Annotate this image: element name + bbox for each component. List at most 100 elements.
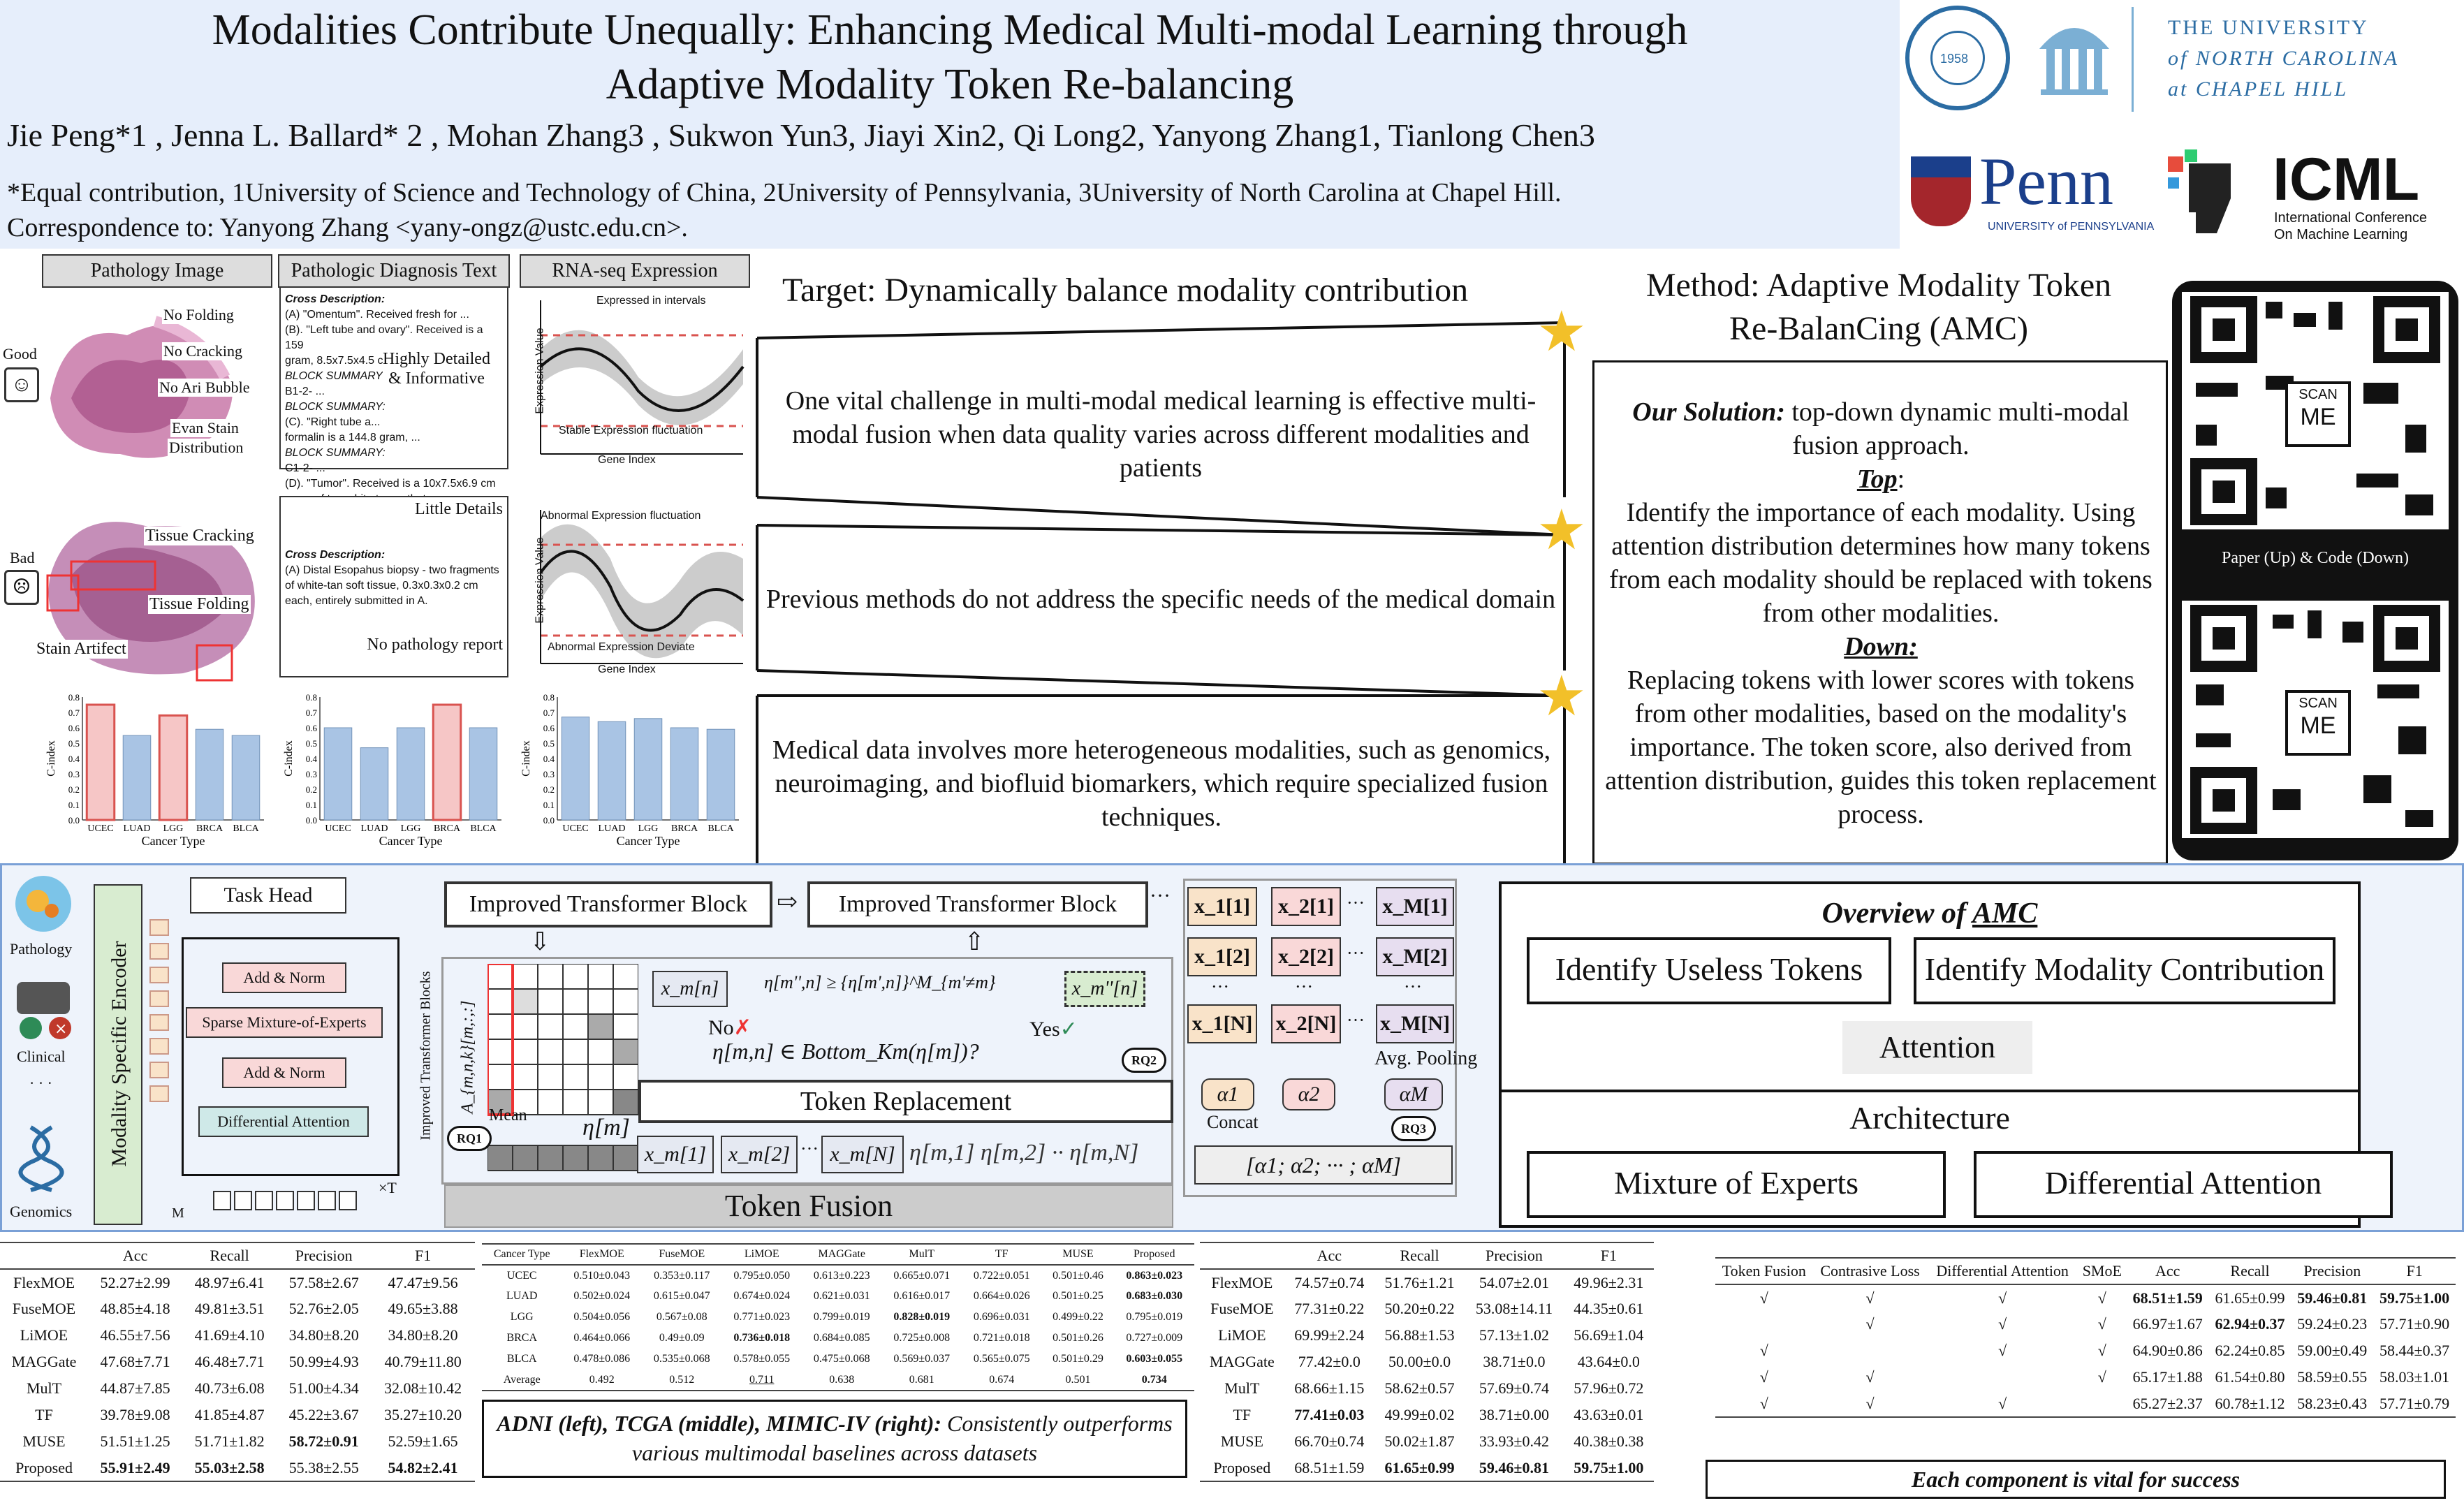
- bar-ucec: [85, 703, 116, 821]
- bar-brca: [432, 703, 462, 821]
- table-cell: 41.69±4.10: [194, 1326, 265, 1344]
- attention-label: A_{m,n,k}[m,:,:]: [458, 1000, 477, 1114]
- unc-logo: [2025, 7, 2123, 98]
- table-cell: BRCA: [506, 1332, 538, 1344]
- table-cell: 0.502±0.024: [573, 1290, 631, 1302]
- bar-luad: [360, 747, 389, 821]
- unc-wordmark: THE UNIVERSITY of NORTH CAROLINA at CHAP…: [2168, 16, 2400, 101]
- table-header-cell: Precision: [277, 1242, 372, 1270]
- table-cell: 0.603±0.055: [1126, 1353, 1183, 1365]
- seq-token-1: x_m[1]: [637, 1136, 714, 1173]
- rq2-badge: RQ2: [1122, 1048, 1166, 1073]
- table-cell: 0.664±0.026: [973, 1290, 1030, 1302]
- table-cell: 35.27±10.20: [384, 1406, 462, 1423]
- table-cell: 0.674: [962, 1370, 1042, 1391]
- table-cell: 57.58±2.67: [288, 1273, 359, 1291]
- cross-icon: ✗: [733, 1016, 751, 1039]
- x-tick-label: UCEC: [562, 823, 588, 834]
- rq1-badge: RQ1: [447, 1126, 492, 1151]
- identify-useless-tokens: Identify Useless Tokens: [1527, 937, 1891, 1004]
- seq-dots: ···: [800, 1138, 819, 1159]
- token-replacement-box: Token Replacement: [638, 1080, 1173, 1123]
- table-cell: 65.27±2.37: [2126, 1391, 2209, 1418]
- arrow-right-icon: ⇨: [777, 888, 798, 916]
- table-cell: LiMOE: [1218, 1326, 1266, 1344]
- table-cell: 59.46±0.81: [1465, 1455, 1564, 1482]
- bar-ucec: [323, 727, 353, 821]
- token-fusion-bar: Token Fusion: [444, 1185, 1173, 1228]
- table-cell: 77.42±0.0: [1298, 1353, 1361, 1370]
- top-heading: Top:: [1856, 464, 1905, 494]
- replacement-condition: η[m'',n] ≥ {η[m',n]}^M_{m'≠m}: [764, 972, 996, 992]
- table-cell: 57.71±0.79: [2373, 1391, 2456, 1418]
- y-axis-label: C-index: [283, 740, 295, 777]
- table-cell: 44.87±7.85: [100, 1379, 170, 1397]
- table-cell: 38.71±0.00: [1479, 1406, 1549, 1423]
- grid-token-2-2: x_2[2]: [1271, 937, 1341, 976]
- table-cell: 0.799±0.019: [813, 1311, 870, 1323]
- table-cell: √: [1865, 1368, 1875, 1386]
- bottom-condition: η[m,n] ∈ Bottom_Km(η[m])?: [712, 1039, 979, 1064]
- top-text: Identify the importance of each modality…: [1609, 498, 2153, 628]
- table-cell: TF: [1233, 1406, 1252, 1423]
- table-cell: 0.501±0.46: [1053, 1269, 1103, 1282]
- solution-line: Our Solution: top-down dynamic multi-mod…: [1632, 397, 2129, 460]
- token-column: [149, 919, 169, 1157]
- overview-divider: [1499, 1090, 2361, 1092]
- table-cell: 68.51±1.59: [2132, 1289, 2203, 1307]
- bar-brca: [195, 728, 224, 821]
- challenge-2: Previous methods do not address the spec…: [765, 585, 1556, 614]
- paper-qr-code[interactable]: SCAN ME: [2182, 292, 2449, 529]
- table-cell: 58.59±0.55: [2297, 1368, 2368, 1386]
- table-header-cell: TF: [962, 1243, 1042, 1266]
- mixture-of-experts-box: Mixture of Experts: [1527, 1151, 1946, 1218]
- table-cell: √: [1812, 1391, 1928, 1418]
- table-cell: √: [1998, 1289, 2007, 1307]
- table-cell: 51.51±1.25: [100, 1432, 170, 1450]
- table-cell: 74.57±0.74: [1294, 1273, 1365, 1291]
- table-header-cell: LiMOE: [721, 1243, 802, 1266]
- table-cell: 55.91±2.49: [88, 1455, 183, 1482]
- table-header-cell: FuseMOE: [642, 1243, 722, 1266]
- differential-attention-block: Differential Attention: [198, 1106, 369, 1137]
- table-cell: BLCA: [506, 1353, 537, 1365]
- good-annotation-5: Distribution: [168, 439, 245, 457]
- table-cell: 0.499±0.22: [1053, 1311, 1103, 1323]
- grid-token-m-2: x_M[2]: [1376, 937, 1454, 976]
- eta-m-label: η[m]: [582, 1115, 630, 1141]
- concat-label: Concat: [1207, 1112, 1259, 1132]
- table-header-cell: Contrasive Loss: [1812, 1257, 1928, 1285]
- table-cell: √: [1715, 1391, 1813, 1418]
- method-title: Method: Adaptive Modality Token Re-Balan…: [1645, 267, 2112, 347]
- clinical-icon: ×: [10, 975, 77, 1045]
- table-cell: 0.501±0.29: [1053, 1353, 1103, 1365]
- y-tick-label: 0.5: [543, 738, 555, 749]
- table-cell: 56.88±1.53: [1384, 1326, 1455, 1344]
- table-cell: 47.68±7.71: [100, 1353, 170, 1370]
- table-cell: [1813, 1337, 1928, 1364]
- x-tick-label: BRCA: [434, 823, 461, 834]
- table-header-cell: Proposed: [1114, 1243, 1194, 1266]
- table-cell: MAGGate: [1209, 1353, 1275, 1370]
- authors: Jie Peng*1 , Jenna L. Ballard* 2 , Mohan…: [7, 117, 1595, 153]
- table-cell: 0.569±0.037: [893, 1353, 951, 1365]
- x-tick-label: LGG: [163, 823, 184, 834]
- bar-luad: [597, 721, 626, 821]
- code-qr-code[interactable]: SCAN ME: [2182, 601, 2449, 838]
- bar-lgg: [396, 727, 425, 821]
- table-cell: 46.48±7.71: [194, 1353, 265, 1370]
- table-cell: 0.535±0.068: [653, 1353, 710, 1365]
- table-cell: 59.46±0.81: [2297, 1289, 2368, 1307]
- table-cell: 0.621±0.031: [813, 1290, 870, 1302]
- star-icon-3: ★: [1537, 666, 1587, 728]
- bad-annotation-folding: Tissue Folding: [148, 595, 251, 614]
- table-cell: 69.99±2.24: [1294, 1326, 1365, 1344]
